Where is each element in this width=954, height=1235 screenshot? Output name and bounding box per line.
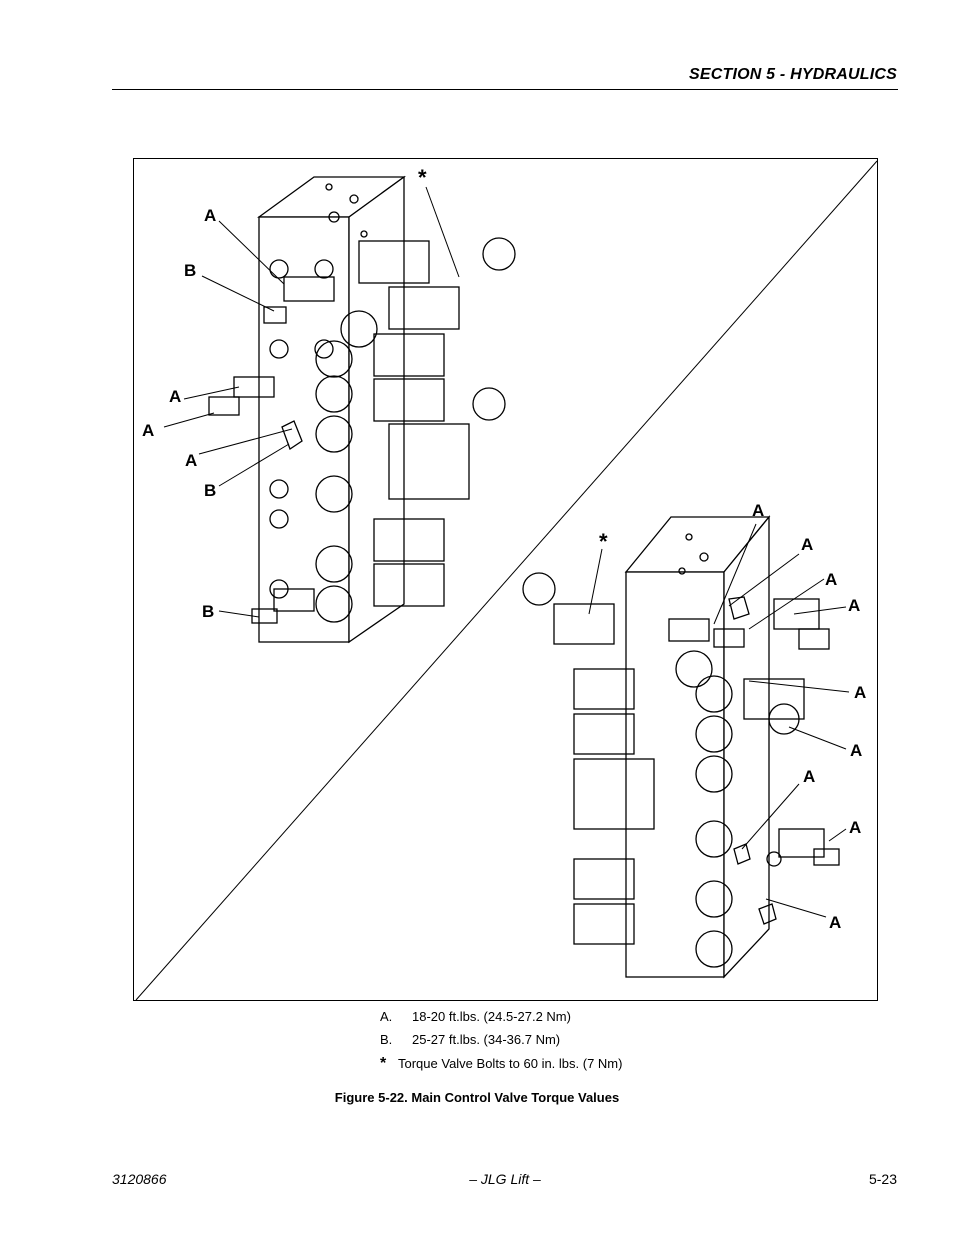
callout-label: A [185,451,198,470]
callout-label: B [204,481,217,500]
callout-label: A [803,767,816,786]
callout-label: A [204,206,217,225]
doc-number: 3120866 [112,1171,167,1187]
callout-label: A [169,387,182,406]
figure-frame: A B A A A B B * A * A A A A A A A A [133,158,878,1001]
page-number: 5-23 [868,1171,897,1187]
callout-label: A [752,501,765,520]
callout-label: * [418,165,427,190]
legend-text: 18-20 ft.lbs. (24.5-27.2 Nm) [412,1009,571,1024]
legend-text: 25-27 ft.lbs. (34-36.7 Nm) [412,1032,561,1047]
callout-label: A [829,913,842,932]
section-title: SECTION 5 - HYDRAULICS [689,66,897,83]
callout-label: A [849,818,862,837]
legend-item: * Torque Valve Bolts to 60 in. lbs. (7 Nm… [380,1055,622,1073]
figure-caption: Figure 5-22. Main Control Valve Torque V… [334,1090,620,1105]
valve-illustration [135,160,878,1001]
legend-key: A. [380,1009,393,1024]
callout-label: A [850,741,863,760]
legend-item: A. 18-20 ft.lbs. (24.5-27.2 Nm) [380,1009,571,1024]
callout-label: A [142,421,155,440]
callout-label: * [599,529,608,554]
callout-label: A [848,596,861,615]
legend-key: B. [380,1032,393,1047]
legend-item: B. 25-27 ft.lbs. (34-36.7 Nm) [380,1032,560,1047]
legend-key: * [380,1055,387,1072]
publisher: – JLG Lift – [469,1171,541,1187]
callout-label: B [184,261,197,280]
callout-label: A [825,570,838,589]
callout-label: A [801,535,814,554]
header-rule [112,89,898,90]
callout-label: B [202,602,215,621]
callout-label: A [854,683,867,702]
legend-text: Torque Valve Bolts to 60 in. lbs. (7 Nm) [398,1056,623,1071]
